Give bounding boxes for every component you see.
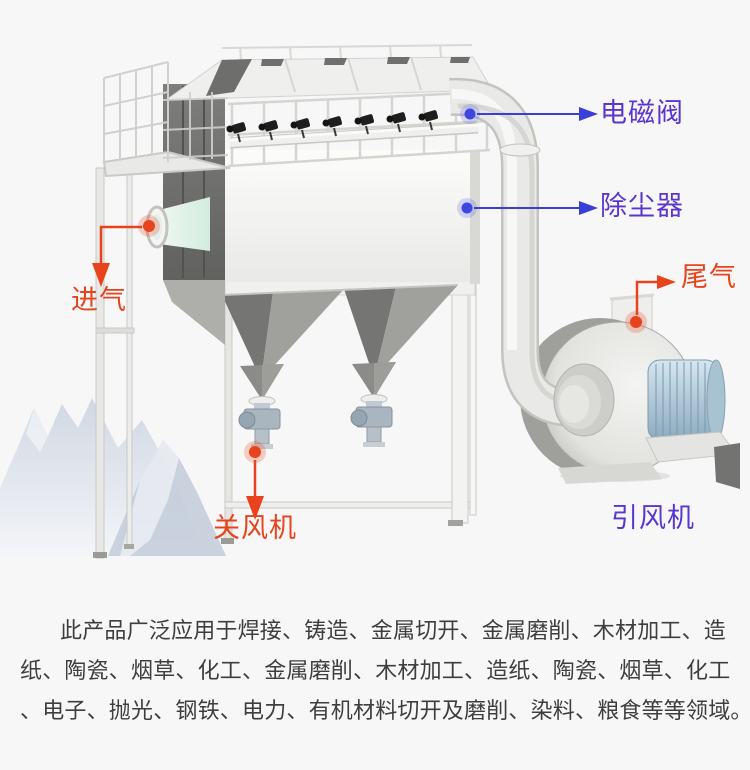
solenoid-valve-label: 电磁阀 xyxy=(600,98,684,128)
description-line: 此产品广泛应用于焊接、铸造、金属切开、金属磨削、木材加工、造 xyxy=(60,618,727,643)
hopper-right xyxy=(344,285,458,378)
callout-exhaust xyxy=(625,275,676,333)
hopper-section xyxy=(221,280,476,449)
mountain-graphic xyxy=(0,398,226,556)
arrow-down-icon xyxy=(92,263,110,287)
discharge-cone-left xyxy=(240,364,284,406)
rotary-valve-left xyxy=(238,403,281,449)
solenoid-valve-icon xyxy=(386,112,407,133)
support-frame xyxy=(93,164,477,559)
airlock-fan-label: 关风机 xyxy=(213,513,297,543)
arrow-right-icon xyxy=(657,275,676,289)
callout-dust-collector xyxy=(457,198,598,218)
solenoid-valve-icon xyxy=(354,114,375,135)
hopper-left xyxy=(222,289,344,380)
fan-inlet-cone xyxy=(553,363,615,437)
callout-solenoid-valve xyxy=(460,104,598,124)
description-line: 纸、陶瓷、烟草、化工、金属磨削、木材加工、造纸、陶瓷、烟草、化工 xyxy=(20,658,731,683)
duct-flange xyxy=(499,143,541,157)
solenoid-valve-icon xyxy=(322,116,343,137)
dust-collector-label: 除尘器 xyxy=(600,191,684,221)
solenoid-valve-icon xyxy=(258,120,279,141)
roof-panels xyxy=(164,56,493,101)
discharge-cone-right xyxy=(352,362,396,404)
solenoid-valve-row xyxy=(226,110,439,143)
fan-motor xyxy=(647,359,726,441)
baghouse-housing xyxy=(145,84,480,345)
description-line: 、电子、抛光、钢铁、电力、有机材料切开及磨削、染料、粮食等等领域。 xyxy=(20,698,750,723)
arrow-right-icon xyxy=(579,201,598,215)
exhaust-gas-label: 尾气 xyxy=(681,262,737,292)
arrow-down-icon xyxy=(246,496,264,520)
front-railing xyxy=(227,90,491,168)
fan-mount xyxy=(558,431,740,489)
solenoid-valve-icon xyxy=(290,118,311,139)
air-intake-label: 进气 xyxy=(71,285,127,315)
solenoid-valve-icon xyxy=(418,110,439,131)
callout-intake xyxy=(92,215,160,287)
solenoid-valve-icon xyxy=(226,122,247,143)
arrow-right-icon xyxy=(579,107,598,121)
rotary-valve-right xyxy=(350,401,393,447)
callouts xyxy=(92,104,676,520)
callout-airlock-fan xyxy=(244,441,266,520)
induced-draft-fan-label: 引风机 xyxy=(611,503,695,533)
roof-and-walkway xyxy=(102,44,493,178)
product-description: 此产品广泛应用于焊接、铸造、金属切开、金属磨削、木材加工、造 纸、陶瓷、烟草、化… xyxy=(20,611,750,731)
